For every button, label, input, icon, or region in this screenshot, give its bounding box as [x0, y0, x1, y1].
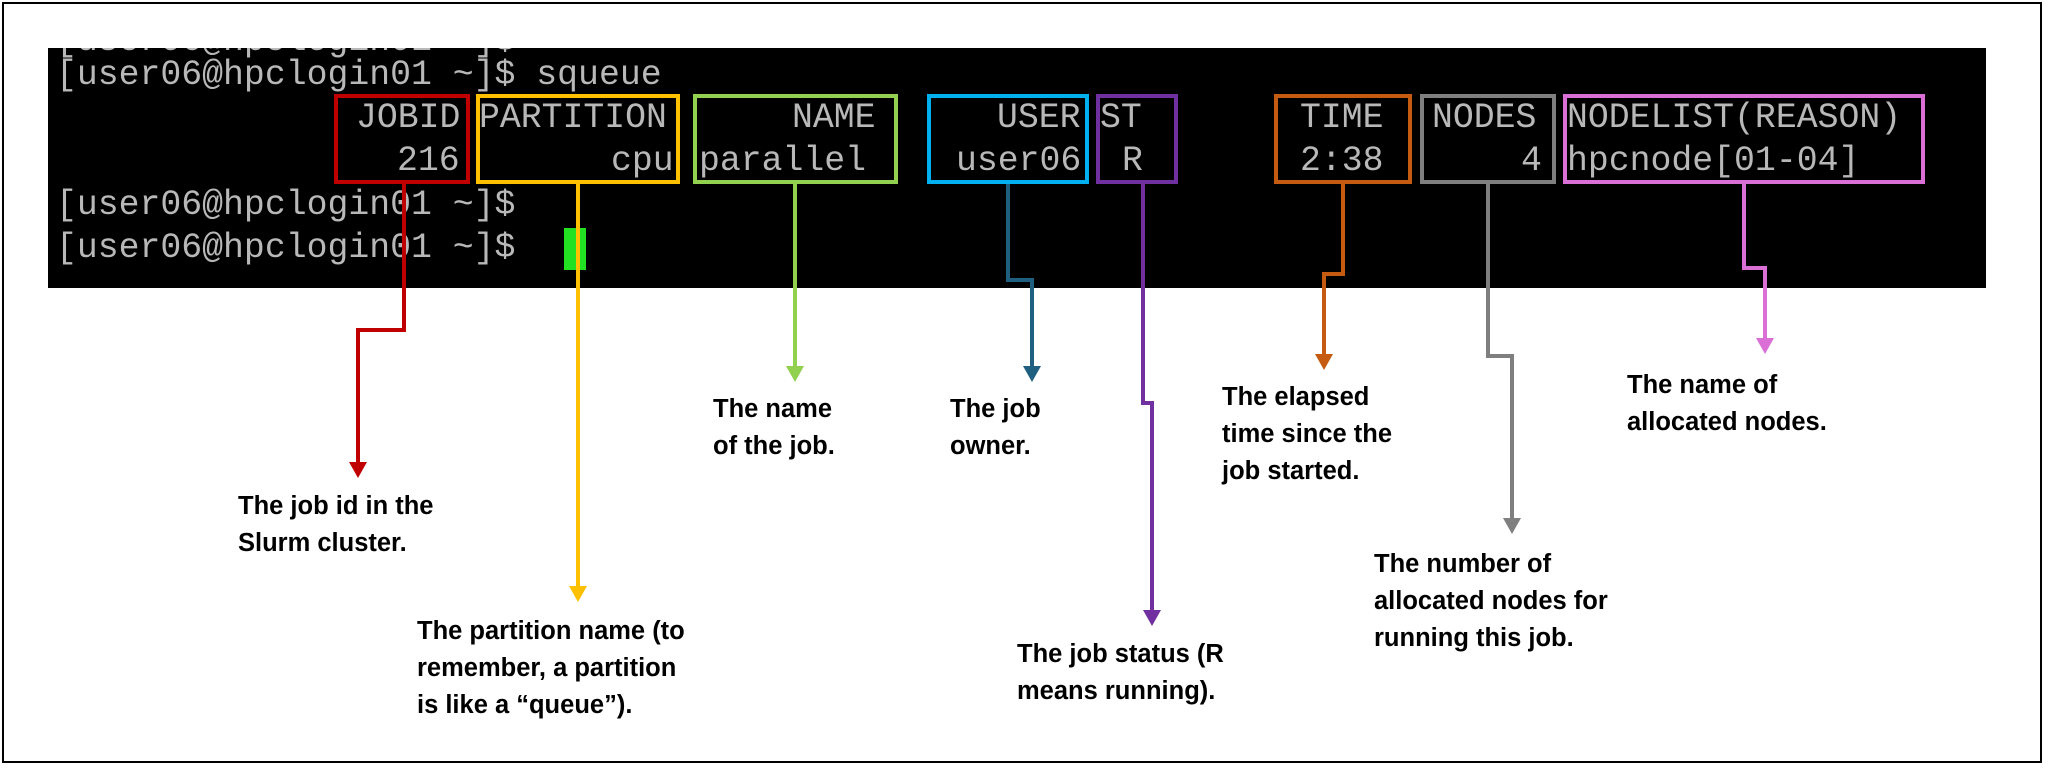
header-st: ST — [1100, 99, 1142, 138]
header-partition: PARTITION — [479, 99, 667, 138]
value-st: R — [1122, 142, 1143, 181]
header-time: TIME — [1300, 99, 1384, 138]
arrow-nodelist — [1742, 184, 1767, 340]
description-name: The name of the job. — [713, 395, 835, 460]
arrowhead-jobid — [349, 462, 367, 478]
terminal-prompt-line-1: [user06@hpclogin01 ~]$ — [56, 186, 516, 225]
arrow-jobid — [356, 184, 406, 464]
terminal-command-line: [user06@hpclogin01 ~]$ squeue — [56, 56, 662, 96]
description-time: The elapsed time since the job started. — [1222, 383, 1393, 485]
terminal-scrolled-line: [user06@hpclogin01 ~]$ — [56, 48, 515, 62]
description-nodes: The number of allocated nodes for runnin… — [1374, 550, 1608, 652]
header-jobid: JOBID — [356, 99, 461, 138]
highlight-box-partition — [476, 94, 680, 184]
arrow-nodes — [1486, 184, 1514, 520]
highlight-box-name — [693, 94, 898, 184]
arrowhead-user — [1023, 366, 1041, 382]
header-name: NAME — [792, 99, 876, 138]
description-jobid: The job id in the Slurm cluster. — [238, 492, 434, 557]
value-time: 2:38 — [1300, 142, 1384, 181]
value-nodes: 4 — [1521, 142, 1542, 181]
arrowhead-time — [1315, 354, 1333, 370]
highlight-box-user — [927, 94, 1089, 184]
value-name: parallel — [699, 142, 867, 181]
arrow-user — [1006, 184, 1034, 368]
highlight-box-st — [1096, 94, 1178, 184]
terminal-cursor — [564, 228, 586, 270]
highlight-box-time — [1274, 94, 1412, 184]
highlight-box-jobid — [334, 94, 470, 184]
prompt-text: [user06@hpclogin01 ~]$ — [56, 56, 516, 95]
arrowhead-st — [1143, 610, 1161, 626]
arrowhead-name — [786, 366, 804, 382]
terminal-prompt-line-2: [user06@hpclogin01 ~]$ — [56, 229, 516, 268]
arrowhead-nodelist — [1756, 338, 1774, 354]
header-nodelist: NODELIST(REASON) — [1567, 99, 1902, 138]
description-st: The job status (R means running). — [1017, 640, 1224, 705]
arrowhead-partition — [569, 586, 587, 602]
terminal-window[interactable]: [user06@hpclogin01 ~]$ [user06@hpclogin0… — [48, 48, 1986, 288]
highlight-box-nodelist — [1563, 94, 1925, 184]
description-user: The job owner. — [950, 395, 1041, 460]
description-nodelist: The name of allocated nodes. — [1627, 371, 1827, 436]
header-user: USER — [997, 99, 1081, 138]
value-user: user06 — [956, 142, 1082, 181]
header-nodes: NODES — [1432, 99, 1537, 138]
value-partition: cpu — [611, 142, 674, 181]
highlight-box-nodes — [1420, 94, 1556, 184]
value-jobid: 216 — [397, 142, 460, 181]
description-partition: The partition name (to remember, a parti… — [417, 617, 685, 719]
value-nodelist: hpcnode[01-04] — [1567, 142, 1860, 181]
arrow-time — [1322, 184, 1345, 356]
command-text: squeue — [536, 56, 662, 95]
arrowhead-nodes — [1503, 518, 1521, 534]
arrow-st — [1141, 184, 1154, 612]
